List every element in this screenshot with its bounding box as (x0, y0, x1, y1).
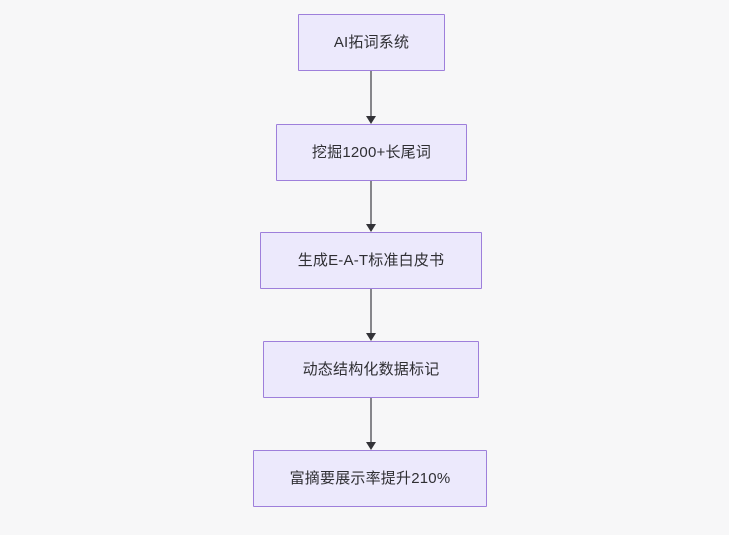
flow-node-4[interactable]: 动态结构化数据标记 (263, 341, 479, 398)
edge-line (370, 181, 372, 225)
flow-node-5[interactable]: 富摘要展示率提升210% (253, 450, 487, 507)
arrowhead-icon (365, 442, 376, 450)
edge-line (370, 289, 372, 334)
edge-node-2-to-node-3 (365, 181, 376, 232)
flow-node-label: 富摘要展示率提升210% (289, 470, 451, 487)
flow-node-label: 生成E-A-T标准白皮书 (297, 252, 445, 269)
flow-node-label: 挖掘1200+长尾词 (311, 144, 432, 161)
flow-node-label: 动态结构化数据标记 (302, 361, 440, 378)
flow-node-1[interactable]: AI拓词系统 (298, 14, 445, 71)
edge-node-3-to-node-4 (365, 289, 376, 341)
edge-line (370, 71, 372, 117)
arrowhead-icon (365, 224, 376, 232)
flow-node-label: AI拓词系统 (333, 34, 410, 51)
arrowhead-icon (365, 333, 376, 341)
edge-node-1-to-node-2 (365, 71, 376, 124)
arrowhead-icon (365, 116, 376, 124)
flow-node-3[interactable]: 生成E-A-T标准白皮书 (260, 232, 482, 289)
edge-node-4-to-node-5 (365, 398, 376, 450)
edge-line (370, 398, 372, 443)
flow-node-2[interactable]: 挖掘1200+长尾词 (276, 124, 467, 181)
